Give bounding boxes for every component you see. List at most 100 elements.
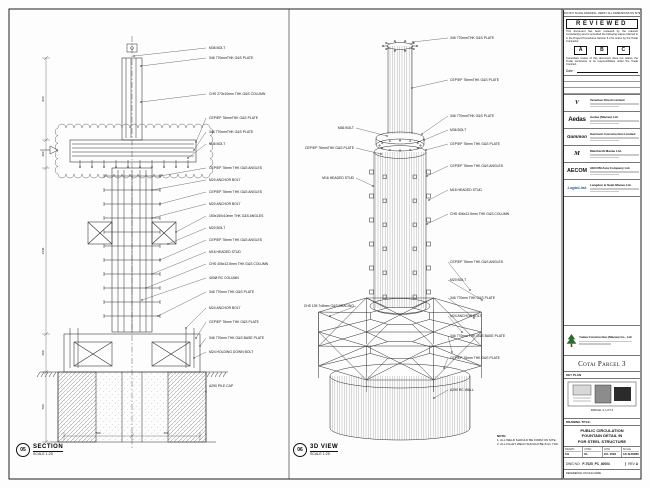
contractor-name: Yudea Construction (Macau) Co., Ltd. [579,334,633,339]
dwg-no: P-T025_PC_40004 [582,461,610,466]
callout-label: 346 770mmTHK G&S PLATE [209,56,254,60]
status-option-a: A [574,45,588,55]
callout-label: CEP/EP 76mmTHK G&S PLATE [209,116,259,120]
callout-label: 346 770mm THK G&S BASE PLATE [209,336,265,340]
dimension-value: 820 [41,96,45,101]
date-label: Date : [566,68,575,73]
view-ref-circle: 05 [16,443,30,457]
drawing-title-line: FOUNTAIN DETAIL IN [581,433,623,439]
callout-label: M16 HEADED STUD [450,188,482,192]
reviewed-title: REVIEWED [566,19,638,29]
key-plan-header: KEY PLAN [564,372,640,379]
callout-label: M20 ANCHOR BOLT [209,178,241,182]
view-ref-circle: 06 [293,443,307,457]
dimension-value: 700 [95,431,100,435]
callout-label: M20 ANCHOR BOLT [209,202,241,206]
consultant-name: AECOM Asia Company Ltd. [590,165,631,170]
notes-title: NOTE: [497,434,507,438]
callout-label: M24 ANCHOR BOLT [450,314,482,318]
callout-label: CHS 406x12.5mm THK G&S COLUMN [209,262,269,266]
review-date-row: Date : [566,69,638,73]
field-label: CHKD [584,448,601,452]
callout-label: M24 HOLDING DOWN BOLT [209,350,253,354]
callout-label: M16 HEADED STUD [322,176,354,180]
callout-label: CEP/EP 76mm THK G&S PLATE [209,320,260,324]
callout-label: 400Ø RC COLUMN [209,276,239,280]
callout-label: 346 770mm THK G&S PLATE [450,296,496,300]
consultant-name: Gammon Construction Limited [590,131,636,136]
section-view-detail [36,43,227,442]
dimension-value: 280 [41,151,45,156]
callout-label: CHS 139.7x8mm G&S BRACING [304,304,355,308]
note-item: 1. ALL WELD SHOULD BE FORM ON SITE. [497,438,557,443]
vol-logo: V [574,99,579,106]
callout-label: CEP/EP 76mmTHK G&S PLATE [305,146,355,150]
key-plan-note: PARCEL 3, LOT 2 [590,407,614,412]
drawing-title-label: DRAWING TITLE: [564,419,640,426]
rev-cell: REV A [625,461,638,466]
callout-label: M36 BOLT [450,128,466,132]
field-value: AS SHOWN [622,452,639,456]
sheet-frame [8,8,642,480]
logiclink-logo: LogicLink [567,185,587,191]
drawing-number-row: DWG NO: P-T025_PC_40004 REV A [564,458,640,470]
dimension-value: 700 [41,404,45,409]
drawing-title-line: PUBLIC CIRCULATION [580,427,624,433]
callout-label: CEP/EP 76mm THK G&S PLATE [450,142,501,146]
callout-label: M36 BOLT [338,126,354,130]
consultant-name: Aedas (Macau) Ltd. [590,114,619,119]
key-plan: PARCEL 3, LOT 2 [564,379,640,419]
contractor-box: Yudea Construction (Macau) Co., Ltd. [564,326,640,356]
note-item: 2. ALL FILLET WELD SHOULD BE 6mm THK. [497,442,559,447]
rev-label: REV [628,461,635,466]
consultant-name: Venetian Orient Limited [590,97,625,102]
callout-label: 150x150x10mm THK G&S ANGLES [209,214,264,218]
callout-label: CEP/EP 76mmTHK G&S PLATE [450,78,500,82]
mps-logo: M [574,150,580,158]
field-label: DATE [603,448,620,452]
callout-label: 346 770mmTHK G&S PLATE [209,130,254,134]
reviewed-text-2: Consultant review of this document does … [566,56,638,67]
revision-rows [564,76,640,95]
callout-label: CHS 273x10mm THK G&S COLUMN [209,92,266,96]
iso-view-detail [318,40,482,441]
project-name: Cotai Parcel 3 [564,356,640,372]
callout-label: M20 BOLT [209,226,225,230]
drawing-title-line: FOR STEEL STRUCTURE [577,438,627,444]
dimension-value: 700 [163,431,168,435]
consultant-name: Langdon & Seah Macau Ltd. [590,182,632,187]
reference-row: REFERENCE ON FILE NAME [566,472,602,475]
gammon-logo: Gammon [567,134,587,140]
callout-label: CEP/EP 76mm THK G&S ANGLES [450,164,504,168]
callout-label: CEP/EP 76mm THK G&S ANGLES [209,166,263,170]
section-view-title: 05 SECTION SCALE 1:25 [16,443,64,457]
revision-cloud [54,123,214,179]
no-scale-note: DO NOT SCALE DRAWING. VERIFY ALL DIMENSI… [564,12,640,17]
status-option-c: C [616,45,630,55]
callout-label: CEP/EP 76mm THK G&S ANGLES [450,260,504,264]
blank-cell [564,197,640,326]
callout-label: M20 BOLT [450,278,466,282]
title-block: DO NOT SCALE DRAWING. VERIFY ALL DIMENSI… [563,10,640,478]
date-blank-line [576,69,638,73]
view-name: SECTION [33,444,64,452]
iso-view-title: 06 3D VIEW SCALE 1:25 [293,443,339,457]
consultant-row: V Venetian Orient Limited [564,95,640,112]
review-status-options: A B C [570,45,634,55]
contractor-address-line [579,343,611,345]
callout-label: CEP/EP 76mm THK G&S ANGLES [209,190,263,194]
dwg-no-label: DWG NO: [566,461,581,466]
revision-triangle-marker [49,145,59,155]
notes: NOTE: 1. ALL WELD SHOULD BE FORM ON SITE… [497,434,559,446]
contractor-tree-icon [566,333,577,347]
